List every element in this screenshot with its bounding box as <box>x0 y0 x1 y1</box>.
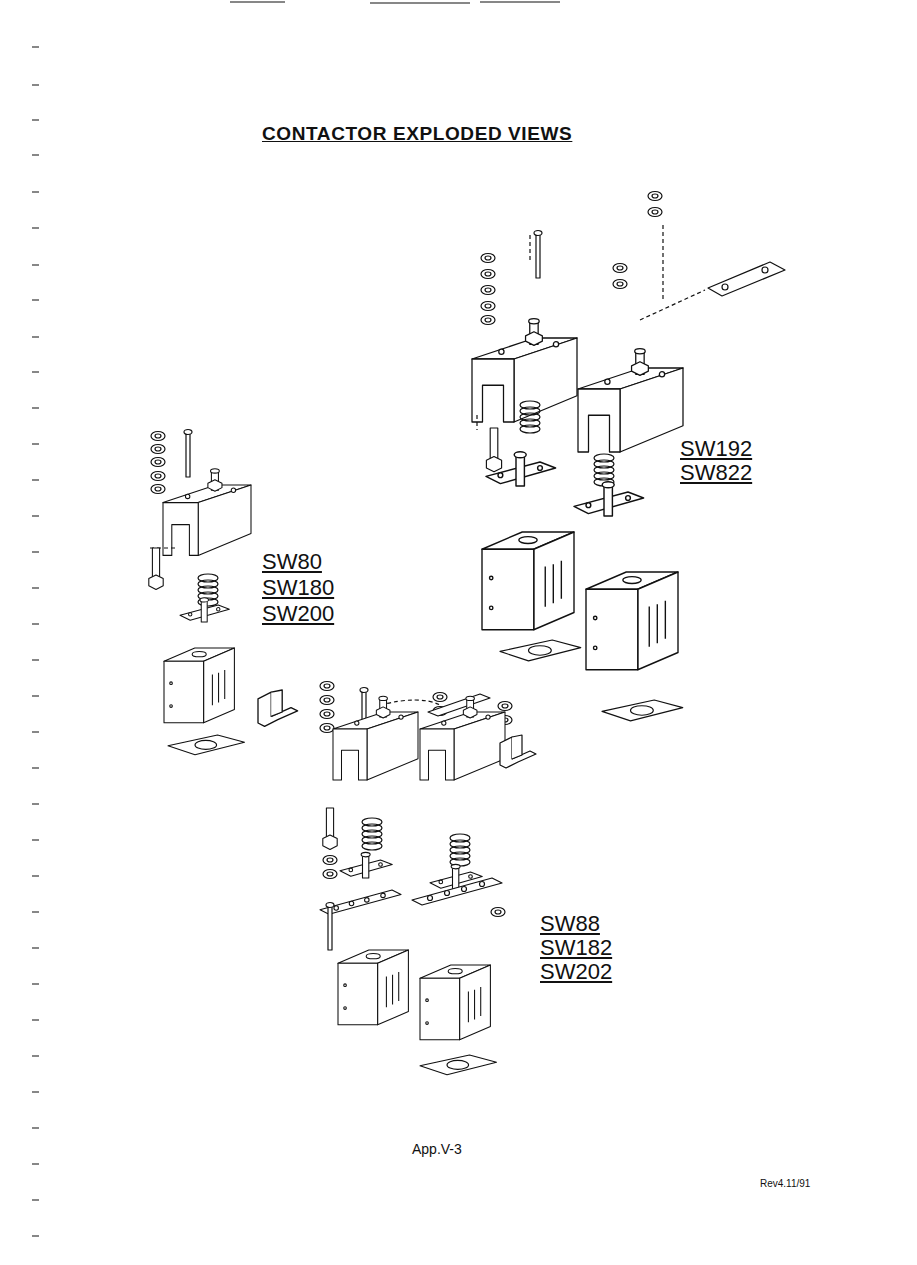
sw192-assembly <box>472 192 785 721</box>
page-number: App.V-3 <box>412 1142 462 1157</box>
model-label: SW88 <box>540 912 600 936</box>
model-label: SW80 <box>262 550 322 574</box>
margin-marks <box>32 2 560 1236</box>
model-label: SW192 <box>680 437 752 461</box>
model-label: SW180 <box>262 576 334 600</box>
link-plate <box>708 262 785 296</box>
revision-note: Rev4.11/91 <box>760 1178 810 1189</box>
model-label: SW822 <box>680 461 752 485</box>
model-label: SW200 <box>262 602 334 626</box>
model-label: SW202 <box>540 960 612 984</box>
sw88-assembly <box>320 682 536 1075</box>
page-title: CONTACTOR EXPLODED VIEWS <box>262 124 572 145</box>
model-label: SW182 <box>540 936 612 960</box>
